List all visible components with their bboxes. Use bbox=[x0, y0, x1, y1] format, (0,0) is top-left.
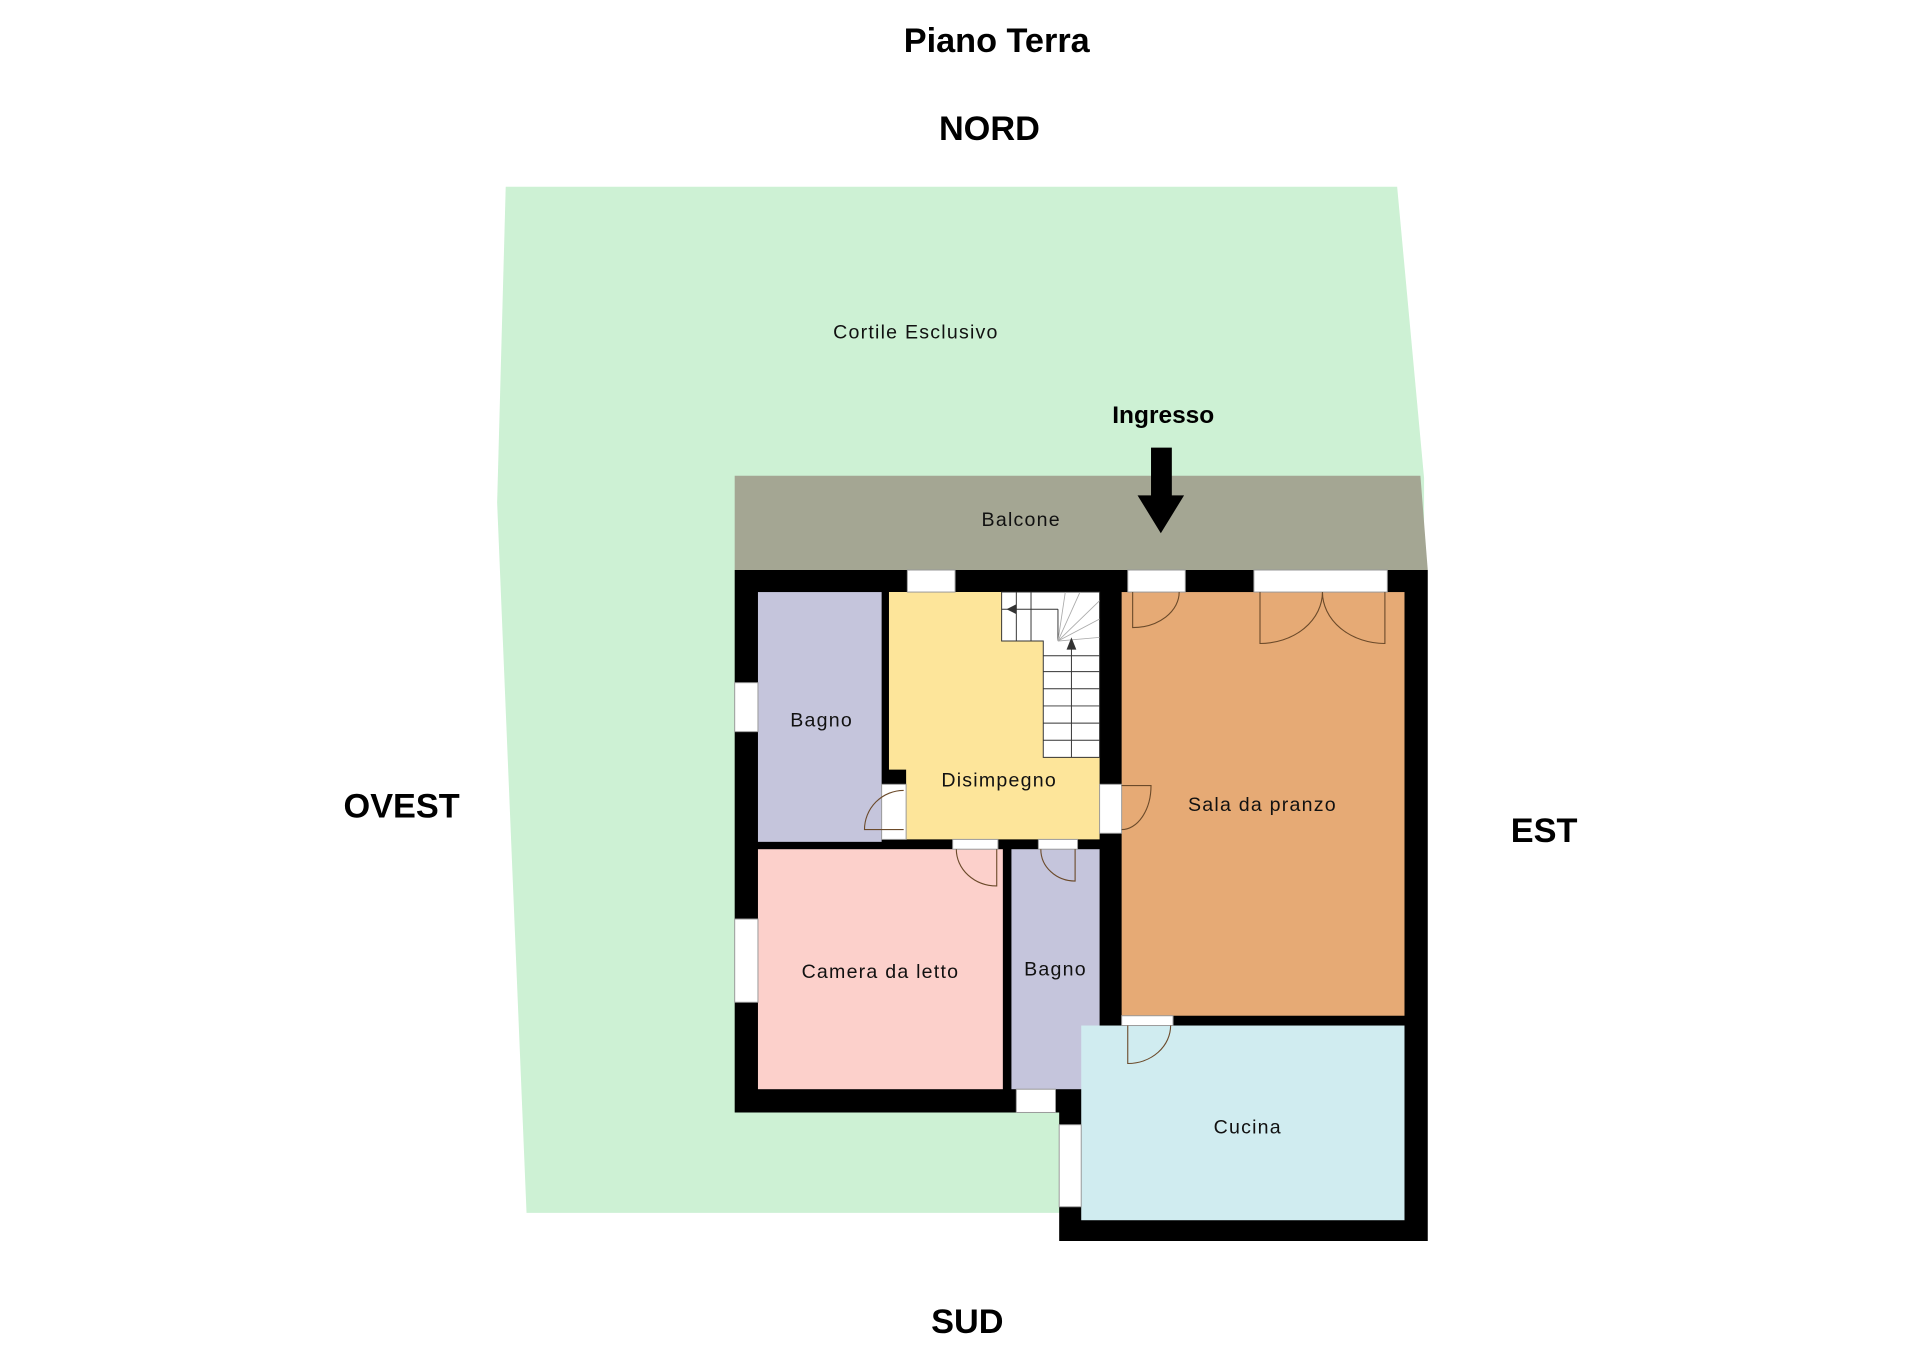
kitchen-label: Cucina bbox=[1214, 1116, 1282, 1138]
bath-1-label: Bagno bbox=[790, 710, 853, 732]
compass-west: OVEST bbox=[344, 787, 460, 825]
bedroom-label: Camera da letto bbox=[802, 961, 960, 983]
room-kitchen bbox=[1081, 1025, 1405, 1221]
entrance-label: Ingresso bbox=[1112, 402, 1214, 429]
compass-south: SUD bbox=[931, 1303, 1003, 1341]
staircase bbox=[1001, 591, 1101, 758]
doors bbox=[863, 592, 1386, 1065]
courtyard-label: Cortile Esclusivo bbox=[833, 322, 999, 344]
dining-label: Sala da pranzo bbox=[1188, 794, 1337, 816]
compass-east: EST bbox=[1511, 812, 1578, 850]
plan-title: Piano Terra bbox=[904, 22, 1091, 60]
room-dining bbox=[1121, 592, 1405, 1016]
room-bedroom bbox=[757, 849, 1003, 1090]
balcony-area bbox=[734, 475, 1428, 571]
bath-2-label: Bagno bbox=[1024, 958, 1087, 980]
hall-label: Disimpegno bbox=[941, 770, 1057, 792]
compass-north: NORD bbox=[939, 110, 1040, 148]
room-bath-1 bbox=[757, 592, 882, 842]
windows bbox=[734, 569, 1388, 1208]
balcony-label: Balcone bbox=[982, 509, 1061, 531]
entrance-arrow-icon bbox=[1137, 447, 1185, 534]
